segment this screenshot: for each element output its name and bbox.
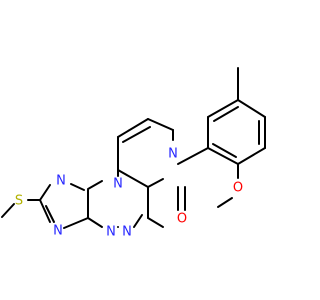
bond xyxy=(177,147,209,165)
canvas-background xyxy=(0,0,300,300)
molecule-structure: N N N N N N O O S xyxy=(0,0,300,300)
bond xyxy=(39,184,51,201)
bond-layer xyxy=(1,67,266,229)
atom-label-n-amide: N xyxy=(113,177,123,192)
bond xyxy=(39,199,51,223)
bond xyxy=(237,99,266,118)
atom-label-n-azo1: N xyxy=(106,225,116,240)
bond xyxy=(212,143,237,158)
atom-label-layer: N N N N N N O O S xyxy=(15,147,243,240)
atom-label-s-thio: S xyxy=(15,194,23,209)
atom-label-n-bottom: N xyxy=(53,224,63,239)
atom-label-n-azo2: N xyxy=(122,225,132,240)
atom-label-o-methoxy: O xyxy=(233,181,243,196)
bond xyxy=(1,203,15,218)
bond xyxy=(70,183,85,191)
atom-label-n-left: N xyxy=(56,174,66,189)
bond xyxy=(207,147,239,165)
bond xyxy=(117,169,149,188)
bond xyxy=(63,217,89,229)
bond xyxy=(87,180,103,190)
bond xyxy=(117,118,149,138)
bond xyxy=(217,197,233,208)
bond xyxy=(147,118,174,131)
atom-label-n-ring1: N xyxy=(168,147,178,162)
bond xyxy=(122,126,151,143)
bond xyxy=(207,99,239,118)
bond xyxy=(147,217,164,228)
atom-label-o-carbonyl: O xyxy=(177,212,187,227)
bond xyxy=(147,178,164,188)
bond xyxy=(87,217,103,228)
bond xyxy=(45,205,55,223)
bond xyxy=(133,214,143,228)
bond xyxy=(237,147,266,165)
bond xyxy=(213,106,239,122)
